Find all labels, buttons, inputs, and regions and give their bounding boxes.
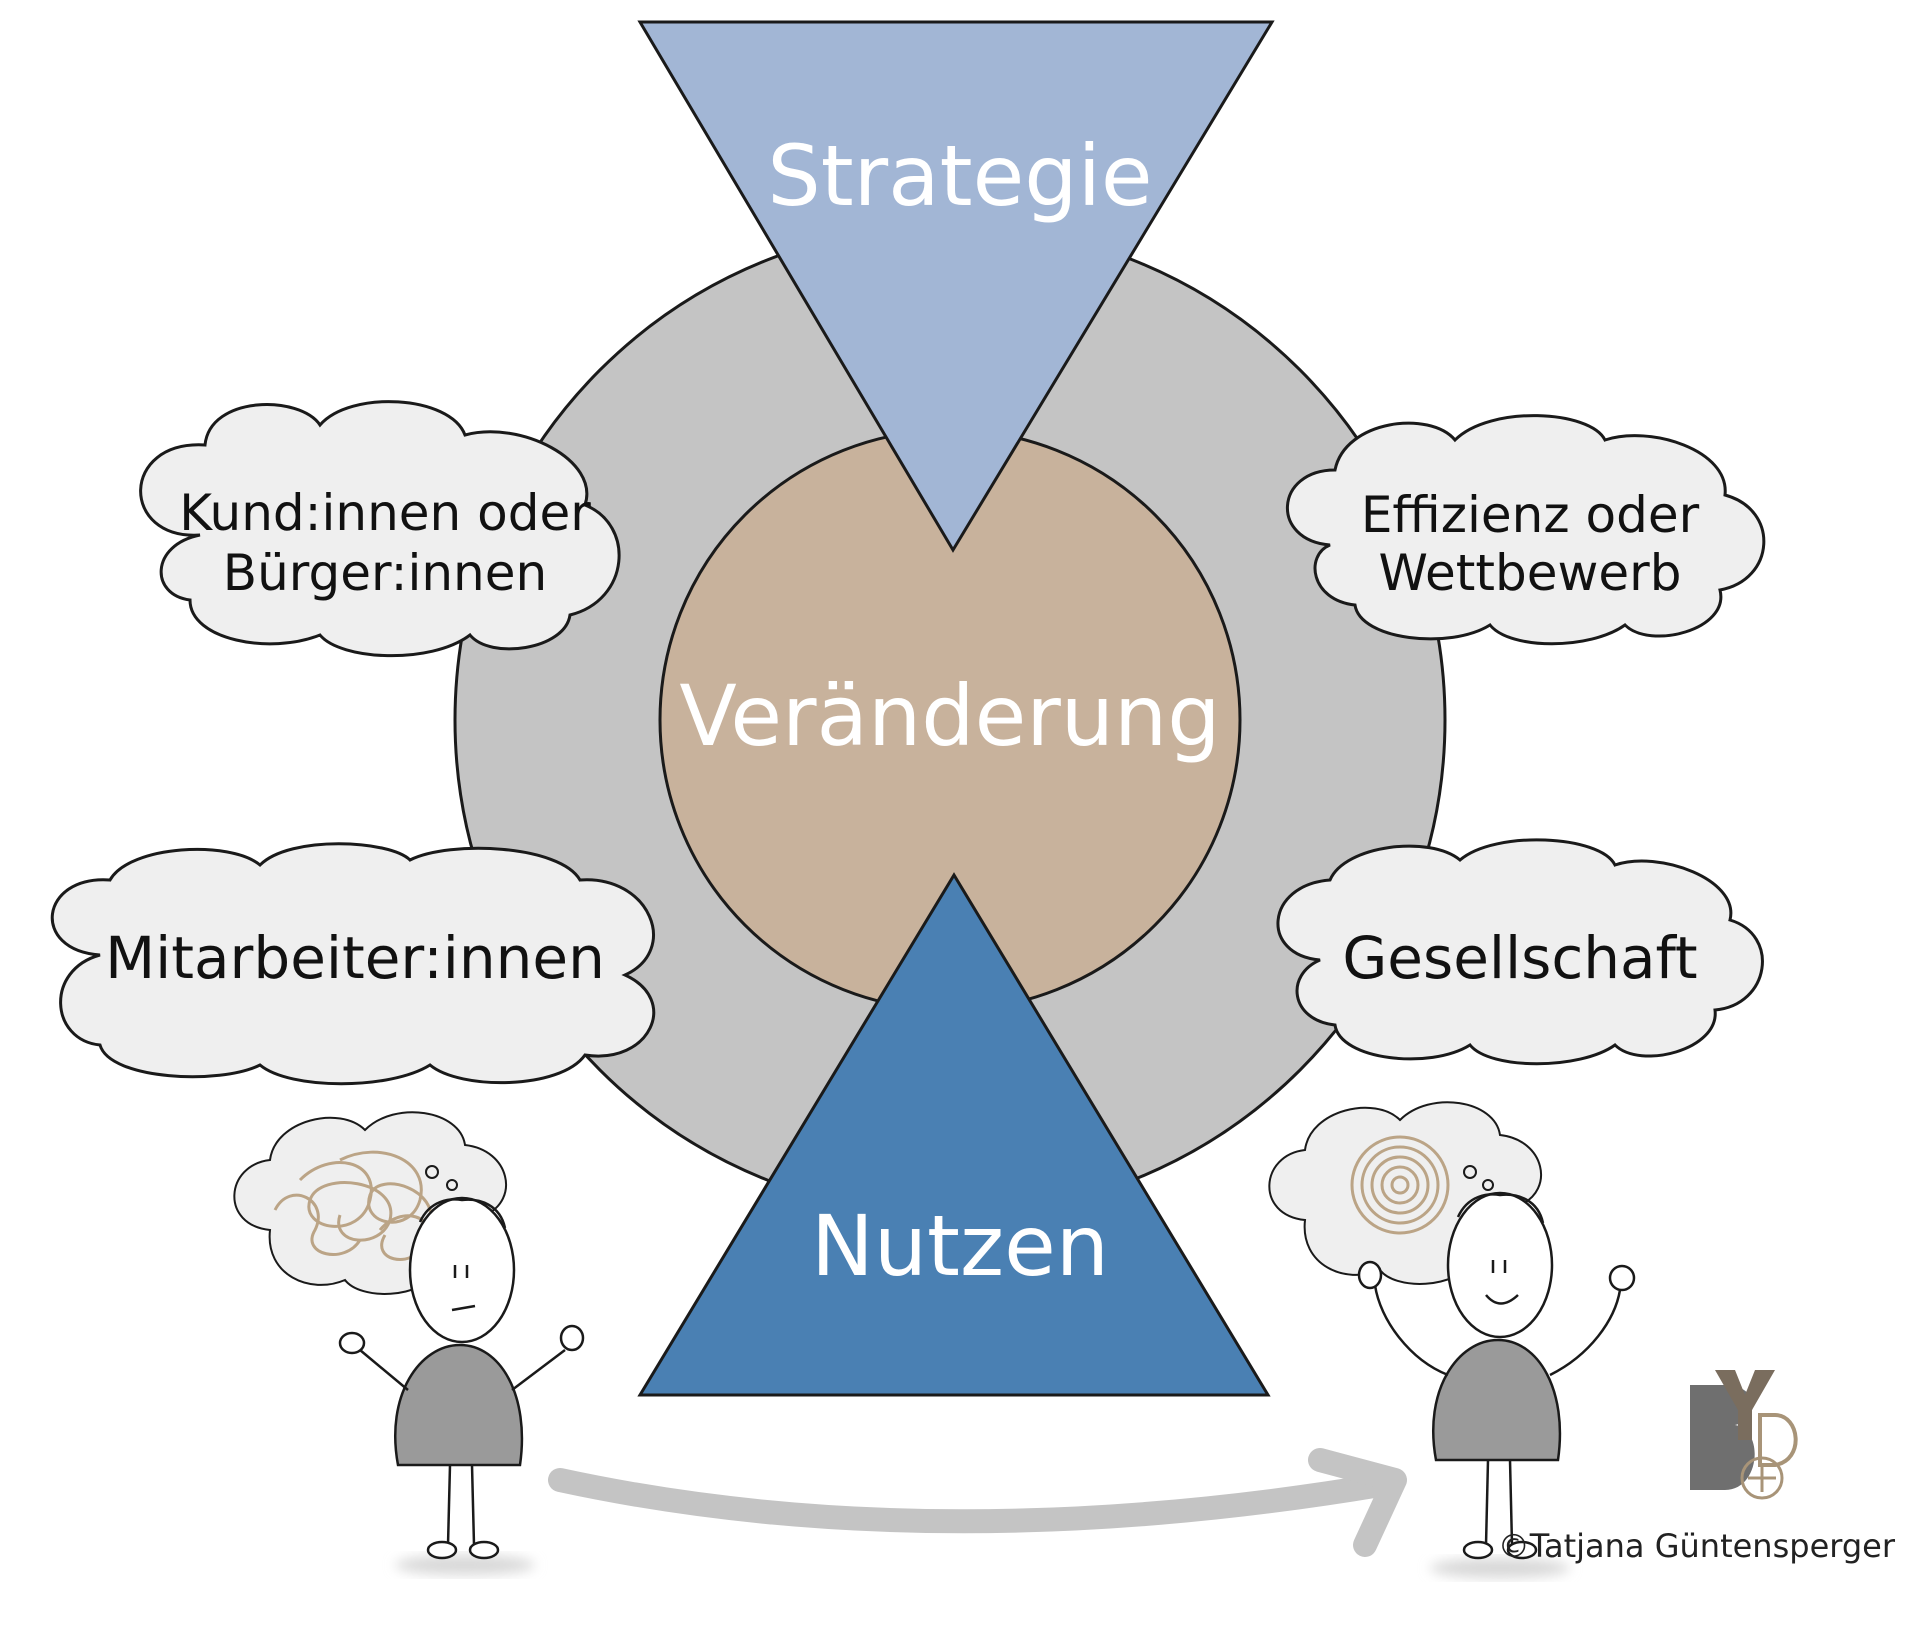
arrow-head <box>1308 1448 1407 1557</box>
logo-d <box>1758 1413 1798 1467</box>
bottom-triangle <box>637 872 1271 1397</box>
head <box>1446 1191 1554 1339</box>
cloud-top-left: Kund:innen oder Bürger:innen <box>139 400 621 658</box>
cloud-bottom-right-line1: Gesellschaft <box>1342 924 1697 992</box>
ground-shadow <box>1430 1558 1570 1578</box>
left-arm <box>1373 1284 1449 1377</box>
cloud-bottom-left-line1: Mitarbeiter:innen <box>105 924 605 992</box>
right-leg <box>1508 1459 1514 1546</box>
left-hand <box>338 1331 366 1355</box>
left-hand <box>1357 1260 1383 1290</box>
right-leg <box>470 1464 476 1546</box>
right-arm <box>511 1349 566 1391</box>
body <box>1431 1338 1562 1462</box>
hair <box>418 1198 507 1229</box>
right-foot <box>1506 1540 1538 1560</box>
center-label: Veränderung <box>679 667 1220 765</box>
cloud-shape <box>1276 838 1764 1066</box>
byd-logo <box>1690 1370 1798 1500</box>
thought-dot <box>425 1165 439 1179</box>
left-leg <box>1484 1459 1490 1546</box>
cloud-shape <box>1286 414 1766 646</box>
right-hand <box>1608 1264 1636 1292</box>
cloud-bottom-left: Mitarbeiter:innen <box>50 842 656 1086</box>
bottom-triangle-label: Nutzen <box>811 1197 1109 1295</box>
tangled-scribble <box>273 1150 433 1261</box>
right-arm <box>1549 1289 1622 1377</box>
top-triangle-label: Strategie <box>767 127 1152 225</box>
cloud-bottom-right: Gesellschaft <box>1276 838 1764 1066</box>
ground-shadow <box>395 1555 535 1575</box>
head <box>408 1196 516 1344</box>
confused-person <box>233 1111 585 1575</box>
cloud-top-right-line2: Wettbewerb <box>1379 544 1682 602</box>
progress-arrow <box>548 1448 1407 1557</box>
right-hand <box>559 1324 585 1352</box>
copyright-text: ©Tatjana Güntensperger <box>1498 1527 1896 1565</box>
logo-plus-circle <box>1740 1456 1784 1500</box>
cloud-top-right: Effizienz oder Wettbewerb <box>1286 414 1766 646</box>
left-leg <box>446 1464 452 1546</box>
smile <box>1485 1294 1519 1305</box>
cloud-top-right-line1: Effizienz oder <box>1361 486 1700 544</box>
body <box>393 1343 524 1467</box>
cloud-shape <box>139 400 621 658</box>
arrow-shaft <box>548 1468 1392 1534</box>
cloud-top-left-line1: Kund:innen oder <box>179 484 591 542</box>
logo-y <box>1715 1370 1775 1440</box>
left-foot <box>426 1540 458 1560</box>
left-arm <box>359 1349 409 1391</box>
hair <box>1456 1193 1545 1224</box>
cloud-top-left-line2: Bürger:innen <box>223 544 547 602</box>
spiral-scribble <box>1350 1135 1450 1235</box>
right-foot <box>468 1540 500 1560</box>
top-triangle <box>637 20 1275 553</box>
thought-dot <box>446 1179 458 1191</box>
mouth <box>451 1304 476 1312</box>
cloud-shape <box>50 842 656 1086</box>
left-foot <box>1462 1540 1494 1560</box>
thought-dot <box>1463 1165 1477 1179</box>
thought-dot <box>1482 1179 1494 1191</box>
happy-person <box>1268 1101 1636 1578</box>
